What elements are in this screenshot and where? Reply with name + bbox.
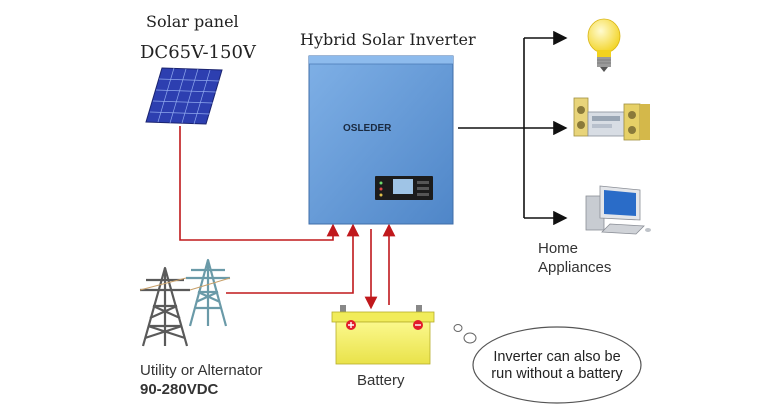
note-line2: run without a battery xyxy=(491,366,623,382)
utility-title: Utility or Alternator xyxy=(140,362,263,379)
solar-panel-title: Solar panel xyxy=(146,12,239,31)
note-cloud: Inverter can also be run without a batte… xyxy=(453,324,642,404)
solar-to-inverter-wire xyxy=(179,126,340,241)
home-label-line2: Appliances xyxy=(538,259,612,276)
inverter-unit: OSLEDER xyxy=(308,55,454,225)
inverter-control-panel xyxy=(375,176,433,200)
solar-panel-icon xyxy=(145,67,223,125)
note-line1: Inverter can also be xyxy=(493,349,620,365)
output-arrows xyxy=(458,30,568,226)
stereo-icon xyxy=(573,97,650,141)
inverter-brand: OSLEDER xyxy=(343,123,392,134)
inverter-title: Hybrid Solar Inverter xyxy=(300,30,476,49)
utility-to-inverter-wire xyxy=(226,223,360,294)
power-tower-icon xyxy=(139,258,231,347)
utility-voltage: 90-280VDC xyxy=(140,381,219,398)
home-label-line1: Home xyxy=(538,240,579,257)
battery-label: Battery xyxy=(357,372,405,389)
light-bulb-icon xyxy=(587,18,621,72)
battery-icon xyxy=(331,305,435,365)
solar-panel-voltage: DC65V-150V xyxy=(140,42,256,63)
computer-icon xyxy=(585,185,651,235)
